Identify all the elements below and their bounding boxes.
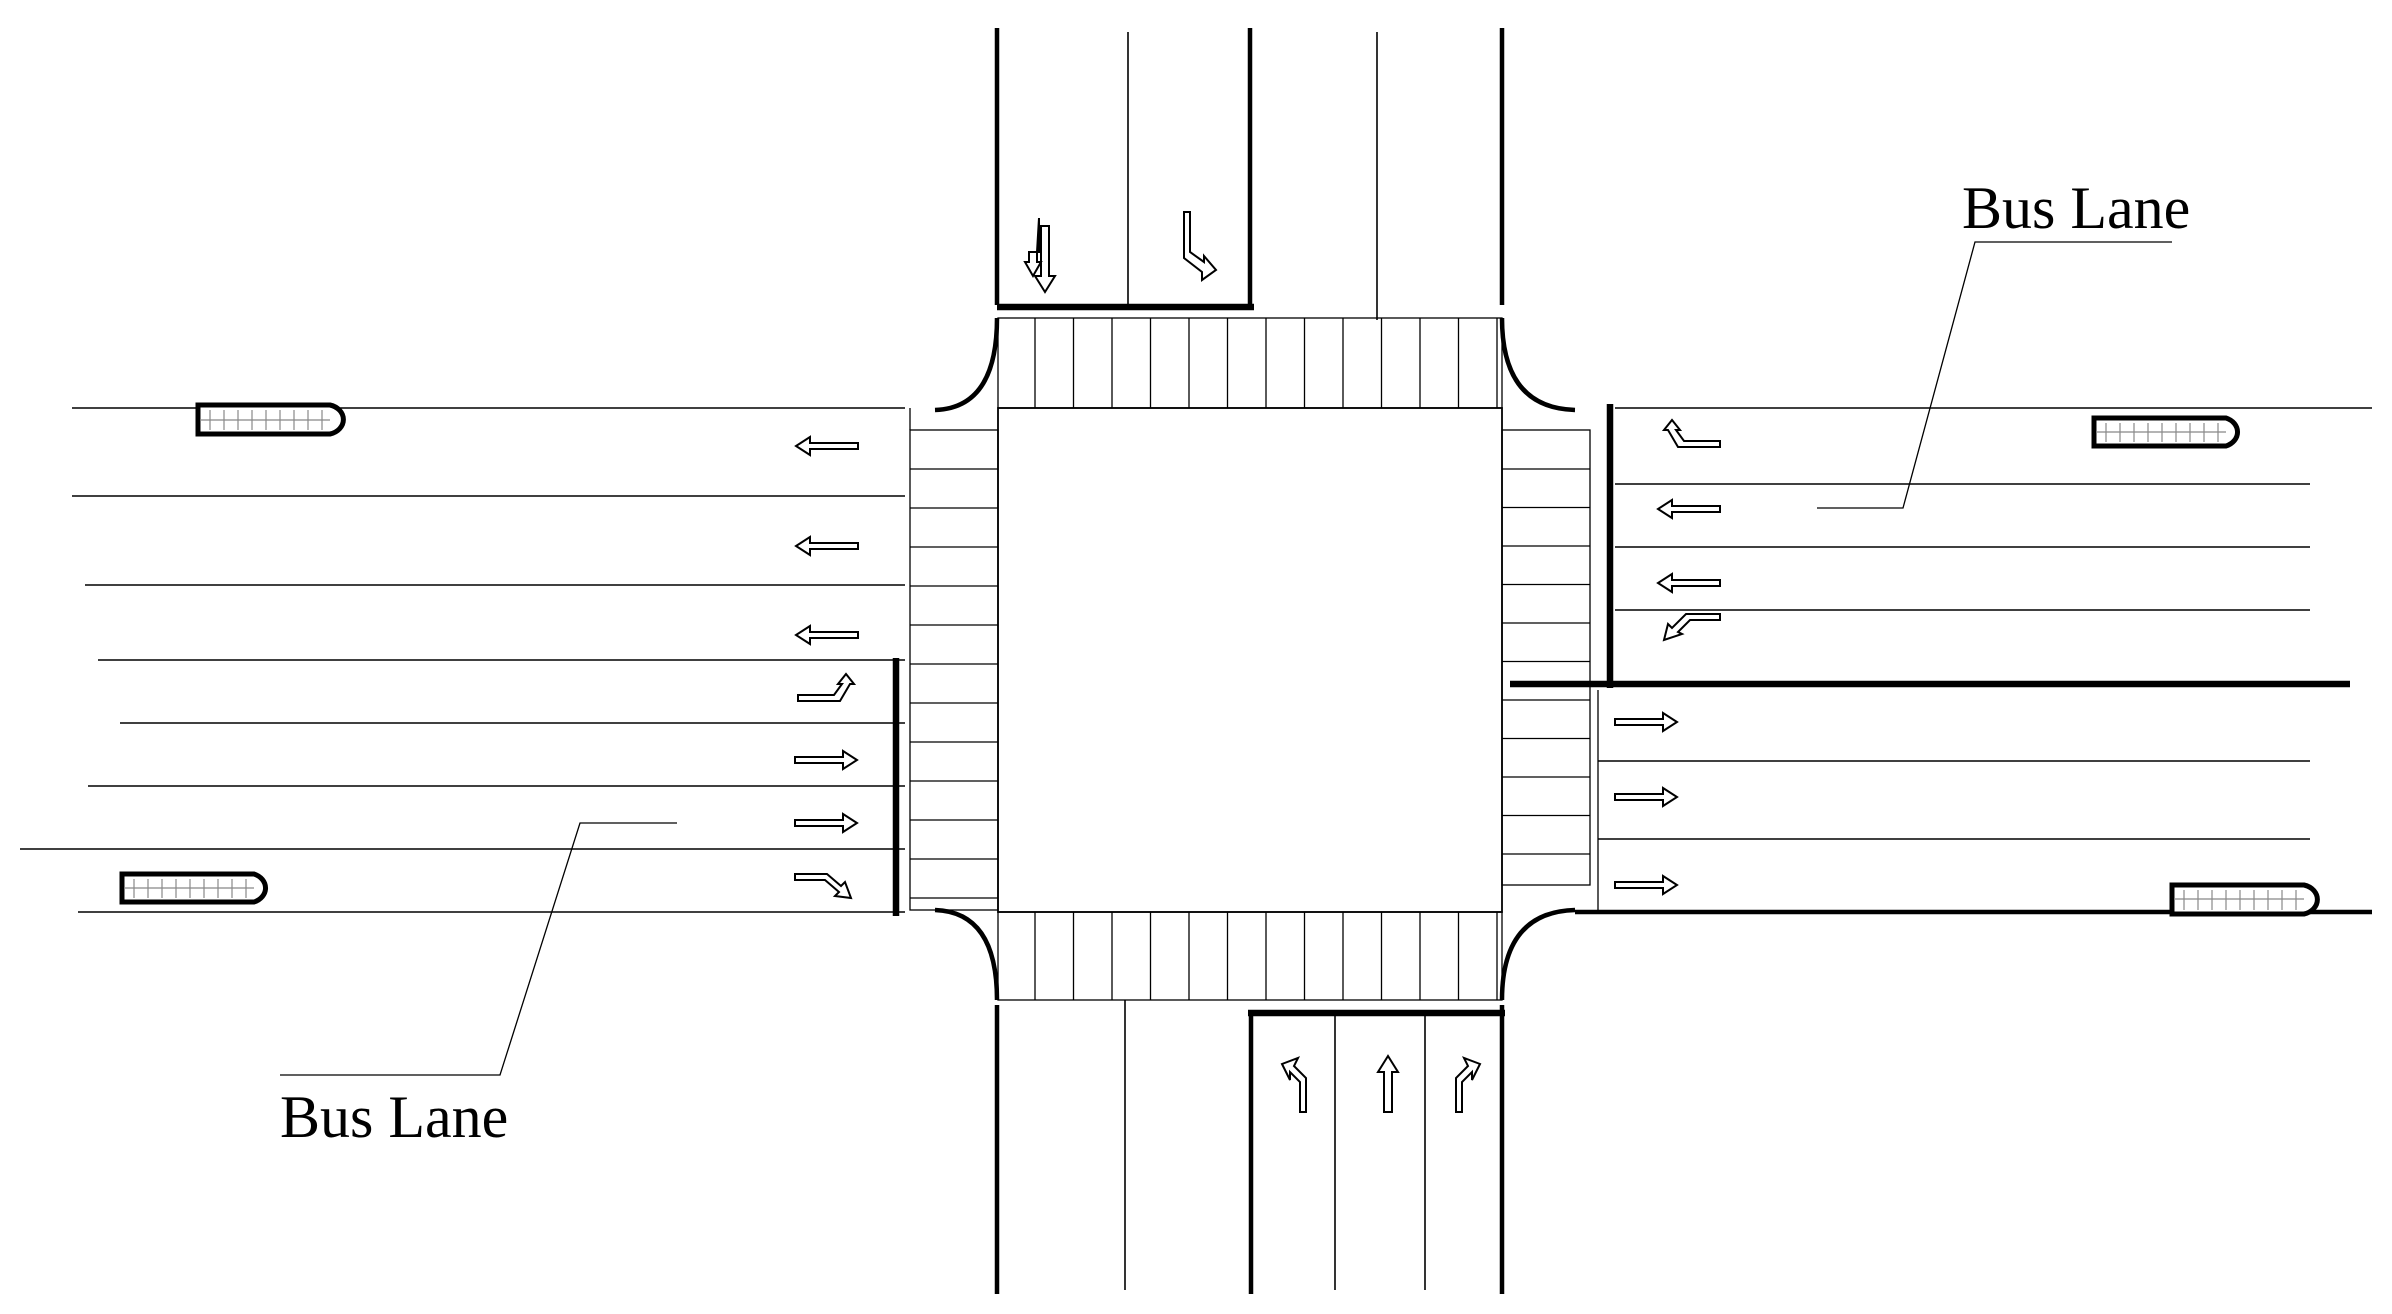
crosswalk-south (997, 911, 1503, 1001)
bus-lane-label-east: Bus Lane (1962, 175, 2190, 241)
refuge-island (119, 871, 268, 905)
right-turn-icon (1455, 1056, 1482, 1113)
west-approach (20, 402, 911, 1076)
u-turn-icon (1661, 418, 1721, 448)
crosswalk-west (909, 429, 999, 911)
u-turn-icon (797, 672, 857, 702)
left-turn-icon (1662, 613, 1721, 642)
right-turn-icon (1183, 211, 1218, 282)
refuge-island (195, 402, 346, 437)
left-arrow-icon (795, 536, 859, 556)
corner-curbs (934, 317, 1576, 1001)
refuge-island (2169, 882, 2320, 917)
straight-icon (1614, 787, 1678, 807)
north-approach (994, 28, 1505, 320)
right-turn-icon (794, 873, 853, 900)
refuge-island (2091, 415, 2240, 449)
left-turn-icon (1280, 1056, 1307, 1113)
straight-icon (1614, 875, 1678, 895)
straight-icon (1376, 1054, 1400, 1113)
east-approach (1510, 241, 2372, 917)
straight-icon (794, 750, 858, 770)
crosswalk-north (997, 317, 1503, 409)
south-approach (994, 1000, 1505, 1294)
left-arrow-icon (795, 625, 859, 645)
crosswalk-east (1501, 429, 1591, 886)
bus-lane-leader-east (1817, 241, 2172, 509)
left-arrow-icon (795, 436, 859, 456)
intersection-box (997, 407, 1503, 913)
straight-and-left-icon (1023, 217, 1057, 294)
bus-lane-leader-west (280, 822, 677, 1076)
bus-lane-label-west: Bus Lane (280, 1084, 508, 1150)
straight-icon (794, 813, 858, 833)
left-arrow-icon (1657, 573, 1721, 593)
straight-icon (1614, 712, 1678, 732)
left-arrow-icon (1657, 499, 1721, 519)
